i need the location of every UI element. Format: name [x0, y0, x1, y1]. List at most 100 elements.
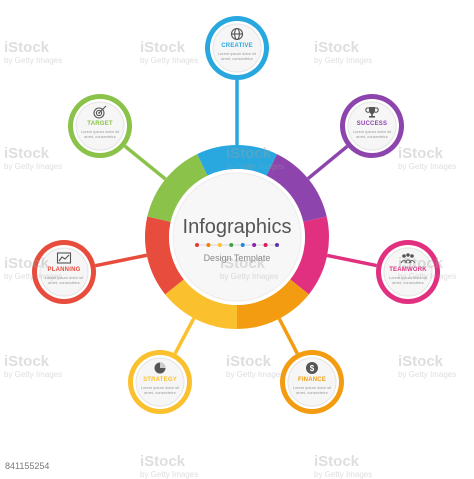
node-creative: CREATIVE Lorem ipsum dolor sit amet, cons…	[205, 16, 269, 80]
ring-segment	[165, 279, 237, 329]
globe-icon	[229, 27, 245, 41]
ring-segment	[237, 279, 309, 329]
node-description: Lorem ipsum dolor sit amet, consectetur	[80, 129, 120, 139]
target-icon	[92, 105, 108, 119]
node-description: Lorem ipsum dolor sit amet, consectetur	[44, 275, 84, 285]
watermark-brand: iStock	[314, 453, 360, 470]
watermark-brand: iStock	[398, 255, 444, 272]
center-disc-inner	[172, 172, 302, 302]
node-label: SUCCESS	[356, 121, 388, 127]
watermark-brand: iStock	[226, 353, 272, 370]
watermark-brand: iStock	[226, 145, 272, 162]
ring-segment	[197, 145, 277, 176]
color-dot	[252, 243, 257, 247]
connector-planning	[95, 253, 148, 268]
watermark-line: by Getty Images	[226, 162, 285, 171]
watermark-brand: iStock	[314, 39, 360, 56]
watermark-line: by Getty Images	[4, 56, 63, 65]
watermark-line: by Getty Images	[314, 470, 373, 479]
watermark-brand: iStock	[398, 353, 444, 370]
connector-teamwork	[326, 253, 378, 268]
node-label: FINANCE	[297, 377, 327, 383]
connector-success	[306, 144, 349, 180]
node-description: Lorem ipsum dolor sit amet, consectetur	[217, 51, 257, 61]
watermark-line: by Getty Images	[314, 56, 373, 65]
stock-image-id: 841155254	[3, 461, 52, 471]
ring-segment	[266, 154, 327, 222]
node-teamwork: TEAMWORK Lorem ipsum dolor sit amet, cons…	[376, 240, 440, 304]
node-label: STRATEGY	[143, 377, 177, 383]
connector-strategy	[173, 317, 196, 355]
watermark-brand: iStock	[140, 453, 186, 470]
dollar-coin-icon: $	[304, 361, 320, 375]
node-face-inner	[135, 357, 185, 407]
watermark-brand: iStock	[398, 145, 444, 162]
watermark-brand: iStock	[4, 145, 50, 162]
node-description: Lorem ipsum dolor sit amet, consectetur	[292, 385, 332, 395]
watermark-line: by Getty Images	[4, 272, 63, 281]
color-dot	[229, 243, 234, 247]
watermark-line: by Getty Images	[4, 370, 63, 379]
node-strategy: STRATEGY Lorem ipsum dolor sit amet, cons…	[128, 350, 192, 414]
node-label: CREATIVE	[221, 43, 253, 49]
watermark-brand: iStock	[4, 255, 50, 272]
color-dot	[263, 243, 268, 247]
ring-segment	[147, 154, 208, 222]
team-icon	[400, 251, 416, 265]
node-description: Lorem ipsum dolor sit amet, consectetur	[388, 275, 428, 285]
node-face-inner	[212, 23, 262, 73]
color-dot	[240, 243, 245, 247]
node-face-inner	[383, 247, 433, 297]
watermark-line: by Getty Images	[398, 370, 457, 379]
node-face-inner	[75, 101, 125, 151]
connector-finance	[277, 317, 299, 355]
connector-target	[123, 144, 167, 181]
watermark-brand: iStock	[4, 353, 50, 370]
svg-text:$: $	[310, 364, 315, 373]
color-dot	[217, 243, 222, 247]
color-dot	[206, 243, 211, 247]
trophy-icon	[364, 105, 380, 119]
watermark-line: by Getty Images	[140, 56, 199, 65]
center-title: Infographics	[182, 216, 292, 238]
color-dot	[275, 243, 279, 247]
node-description: Lorem ipsum dolor sit amet, consectetur	[140, 385, 180, 395]
watermark-line: by Getty Images	[140, 470, 199, 479]
watermark-line: by Getty Images	[398, 162, 457, 171]
node-finance: $ FINANCE Lorem ipsum dolor sit amet, cons…	[280, 350, 344, 414]
line-chart-icon	[56, 251, 72, 265]
node-face-inner	[287, 357, 337, 407]
ring-segment	[290, 216, 329, 295]
watermark-line: by Getty Images	[398, 272, 457, 281]
watermark-brand: iStock	[140, 39, 186, 56]
watermark-brand: iStock	[4, 39, 50, 56]
watermark-brand: iStock	[220, 255, 266, 272]
watermark-line: by Getty Images	[226, 370, 285, 379]
node-label: TARGET	[87, 121, 113, 127]
node-face-inner	[347, 101, 397, 151]
color-dot	[195, 243, 199, 247]
pie-chart-icon	[152, 361, 168, 375]
node-face-inner	[39, 247, 89, 297]
watermark-line: by Getty Images	[4, 162, 63, 171]
node-label: TEAMWORK	[389, 267, 427, 273]
ring-segment	[145, 216, 184, 295]
